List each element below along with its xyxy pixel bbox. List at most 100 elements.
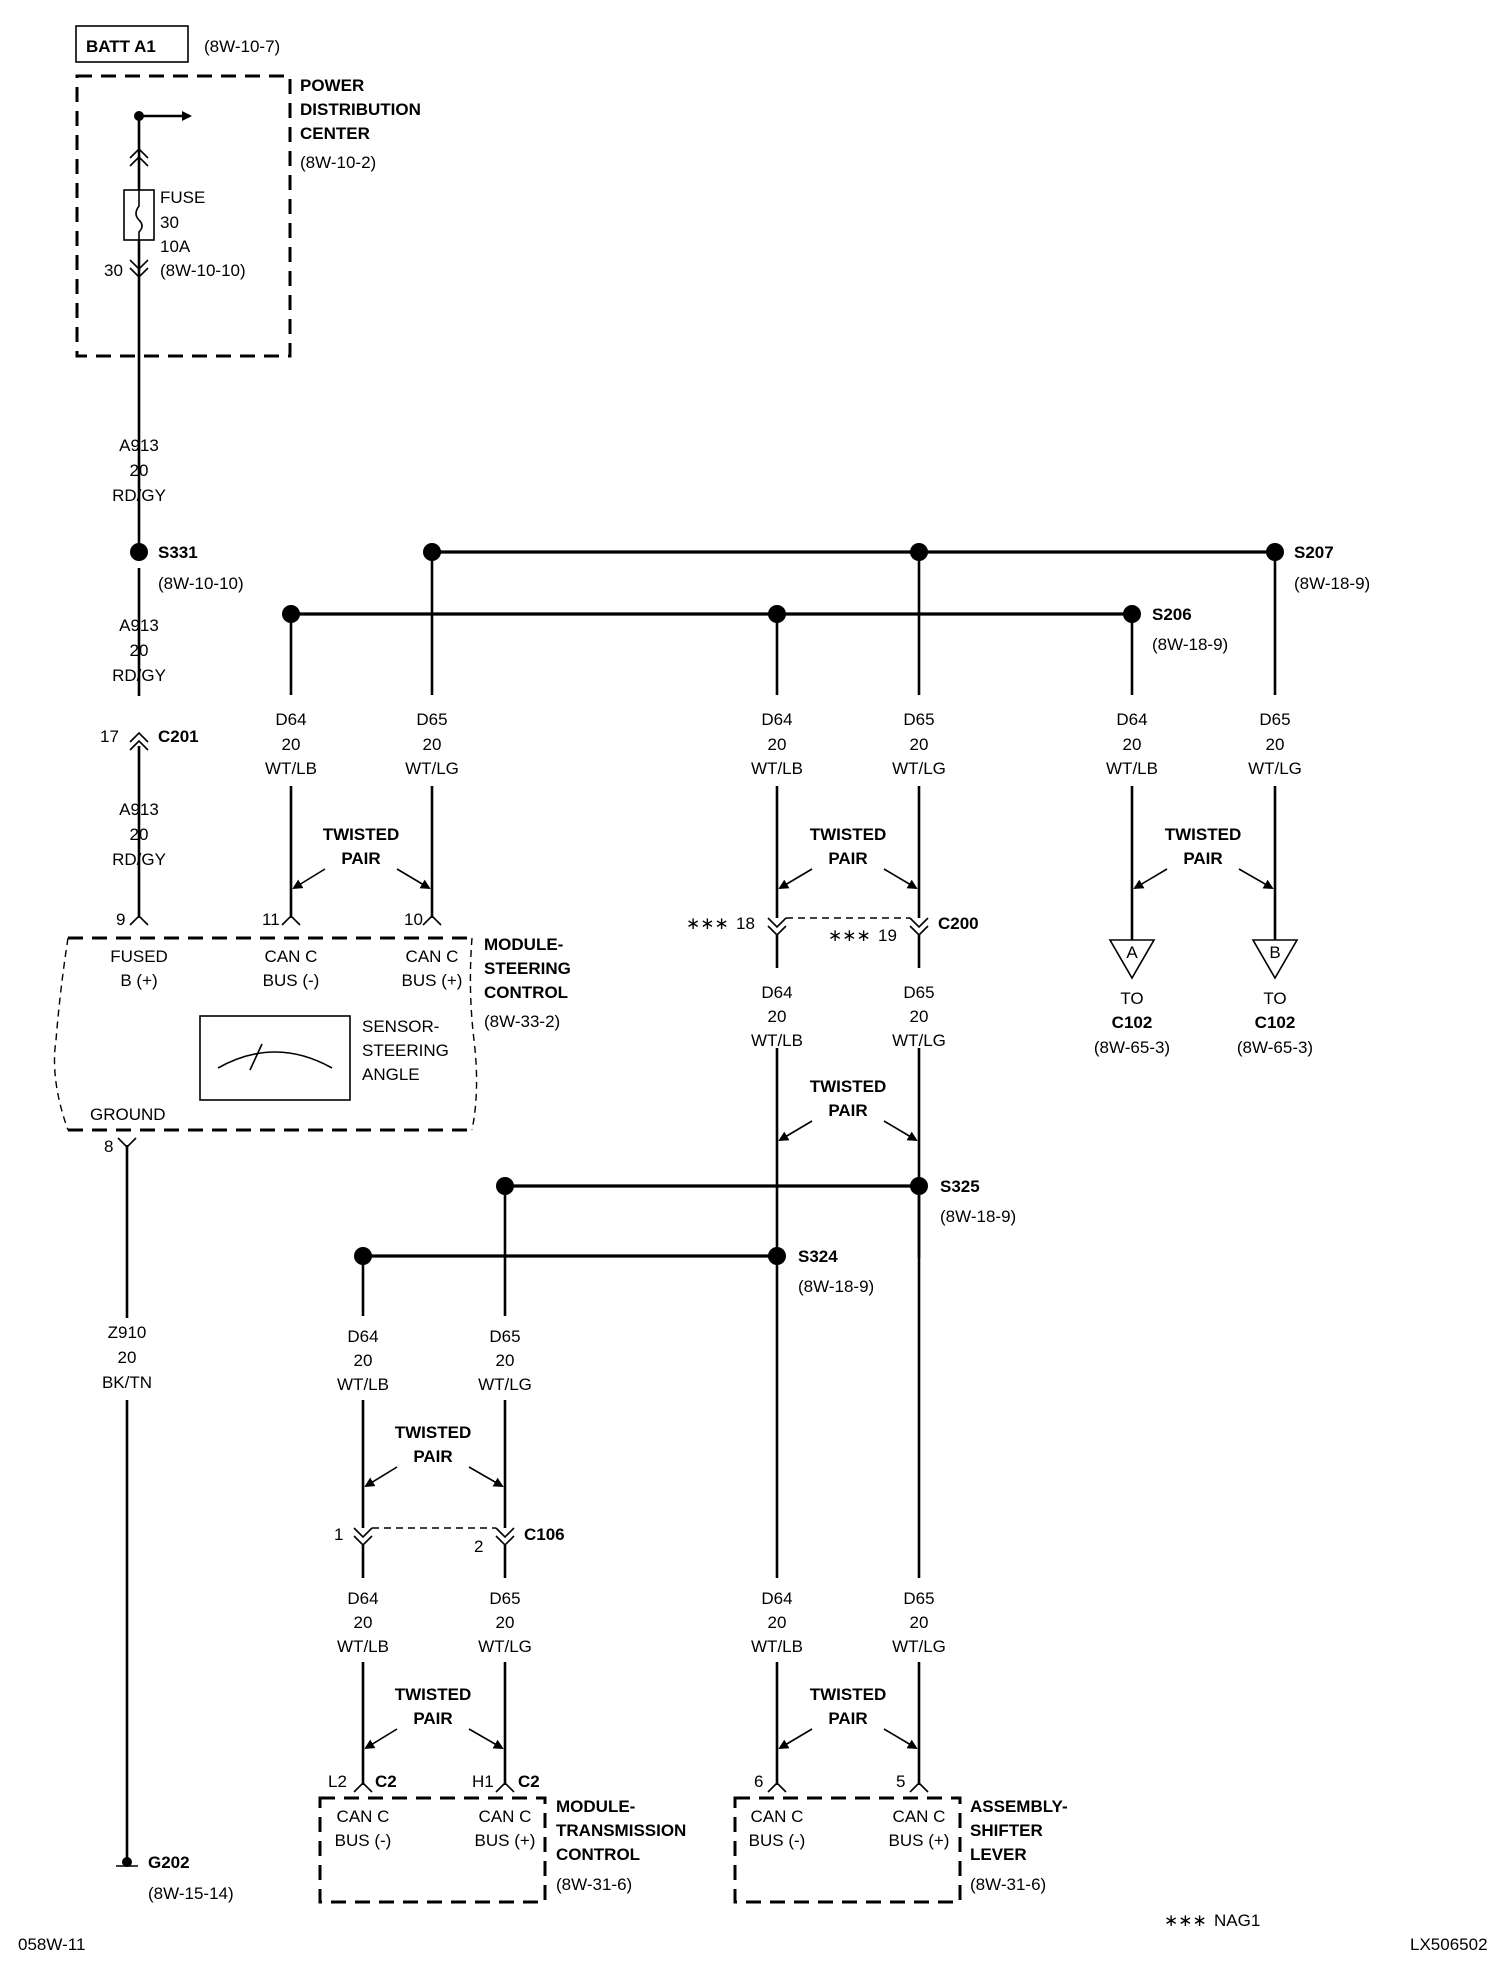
pin-function: BUS (-) <box>749 1831 806 1850</box>
to-c102-a: A TO C102 (8W-65-3) <box>1094 939 1170 1057</box>
connector-ref: (8W-65-3) <box>1094 1038 1170 1057</box>
splice-ref: (8W-18-9) <box>798 1277 874 1296</box>
wire-color: RD/GY <box>112 486 166 505</box>
wire-gauge: 20 <box>910 1007 929 1026</box>
wire-gauge: 20 <box>1266 735 1285 754</box>
module-name: TRANSMISSION <box>556 1821 686 1840</box>
splice-ref: (8W-18-9) <box>940 1207 1016 1226</box>
nag1-marker: ∗∗∗ <box>686 914 729 933</box>
pin-label: 2 <box>474 1537 483 1556</box>
twisted-label: TWISTED <box>810 1685 887 1704</box>
connector-ref-letter: B <box>1269 943 1280 962</box>
wire-gauge: 20 <box>910 1613 929 1632</box>
figure-id: LX506502 <box>1410 1935 1488 1954</box>
splice-ref: (8W-10-10) <box>158 574 244 593</box>
ground-label: GROUND <box>90 1105 166 1124</box>
splice-ref: (8W-18-9) <box>1152 635 1228 654</box>
footnote-marker: ∗∗∗ <box>1164 1911 1207 1930</box>
pin-function: FUSED <box>110 947 168 966</box>
fuse-pin: 30 <box>104 261 123 280</box>
module-steering-control: 9 11 10 FUSED B (+) CAN C BUS (-) CAN C … <box>53 910 571 1156</box>
wire-color: WT/LG <box>892 1031 946 1050</box>
pin-label: 10 <box>404 910 423 929</box>
battery-box: BATT A1 (8W-10-7) <box>75 25 280 63</box>
connector-c201 <box>129 731 149 751</box>
wire-color: WT/LB <box>265 759 317 778</box>
module-name: STEERING <box>484 959 571 978</box>
battery-ref: (8W-10-7) <box>204 37 280 56</box>
wire-color: WT/LB <box>751 759 803 778</box>
power-distribution-center: POWER DISTRIBUTION CENTER (8W-10-2) FUSE… <box>75 74 421 420</box>
module-name: LEVER <box>970 1845 1027 1864</box>
wire-label: D64 <box>761 983 792 1002</box>
pdc-line2: DISTRIBUTION <box>300 100 421 119</box>
pin-function: BUS (+) <box>889 1831 950 1850</box>
pin-function: BUS (-) <box>335 1831 392 1850</box>
wire-gauge: 20 <box>768 1007 787 1026</box>
pin-label: 19 <box>878 926 897 945</box>
module-name: MODULE- <box>556 1797 635 1816</box>
wire-label: A913 <box>119 800 159 819</box>
wire-color: WT/LG <box>478 1637 532 1656</box>
connector-pin: 17 <box>100 727 119 746</box>
twisted-label: PAIR <box>1183 849 1222 868</box>
sensor-label: STEERING <box>362 1041 449 1060</box>
pin-label: 18 <box>736 914 755 933</box>
wire-color: WT/LG <box>405 759 459 778</box>
splice-name: S331 <box>158 543 198 562</box>
wire-gauge: 20 <box>423 735 442 754</box>
twisted-pair-msc: TWISTED PAIR <box>292 825 431 890</box>
wire-gauge: 20 <box>1123 735 1142 754</box>
pin-function: CAN C <box>479 1807 532 1826</box>
pin-function: CAN C <box>406 947 459 966</box>
fuse-ref: (8W-10-10) <box>160 261 246 280</box>
pin-label: 9 <box>116 910 125 929</box>
pin-function: BUS (-) <box>263 971 320 990</box>
connector-c200: ∗∗∗ 18 ∗∗∗ 19 C200 <box>686 914 979 945</box>
sensor-label: SENSOR- <box>362 1017 439 1036</box>
pin-label: 11 <box>262 910 280 929</box>
module-name: SHIFTER <box>970 1821 1043 1840</box>
splice-s331 <box>130 543 148 561</box>
fuse-label: FUSE <box>160 188 205 207</box>
module-ref: (8W-31-6) <box>556 1875 632 1894</box>
connector-name: C106 <box>524 1525 565 1544</box>
fuse-number: 30 <box>160 213 179 232</box>
twisted-pair-c200-upper: TWISTED PAIR <box>778 825 918 890</box>
wire-label: A913 <box>119 436 159 455</box>
wire-color: WT/LB <box>337 1375 389 1394</box>
pin-function: BUS (+) <box>402 971 463 990</box>
wire-color: WT/LG <box>478 1375 532 1394</box>
tcm-module-box <box>318 1796 547 1904</box>
wire-label: D65 <box>903 1589 934 1608</box>
to-label: TO <box>1263 989 1286 1008</box>
tcm-branch: D64 20 WT/LB D65 20 WT/LG TWISTED PAIR 1… <box>318 1186 686 1904</box>
wire-z910: Z910 20 BK/TN G202 (8W-15-14) <box>102 1145 234 1903</box>
nag1-marker: ∗∗∗ <box>828 926 871 945</box>
fuse-connector-symbol <box>129 259 149 279</box>
twisted-label: TWISTED <box>1165 825 1242 844</box>
wire-label: D65 <box>903 983 934 1002</box>
twisted-label: PAIR <box>828 1709 867 1728</box>
pin-label: 8 <box>104 1137 113 1156</box>
steering-angle-sensor <box>199 1015 351 1101</box>
wire-label: A913 <box>119 616 159 635</box>
pin-label: L2 <box>328 1772 347 1791</box>
connector-name: C200 <box>938 914 979 933</box>
wire-label: D65 <box>416 710 447 729</box>
twisted-label: PAIR <box>828 1101 867 1120</box>
module-ref: (8W-33-2) <box>484 1012 560 1031</box>
pdc-ref: (8W-10-2) <box>300 153 376 172</box>
splice-name: S207 <box>1294 543 1334 562</box>
wire-gauge: 20 <box>130 641 149 660</box>
wire-gauge: 20 <box>768 735 787 754</box>
wire-label: D64 <box>761 1589 792 1608</box>
twisted-label: TWISTED <box>395 1685 472 1704</box>
twisted-label: TWISTED <box>810 825 887 844</box>
wire-color: RD/GY <box>112 850 166 869</box>
connector-symbol <box>129 147 149 167</box>
wire-gauge: 20 <box>910 735 929 754</box>
fuse-rating: 10A <box>160 237 191 256</box>
ground-name: G202 <box>148 1853 190 1872</box>
connector-name: C102 <box>1112 1013 1153 1032</box>
